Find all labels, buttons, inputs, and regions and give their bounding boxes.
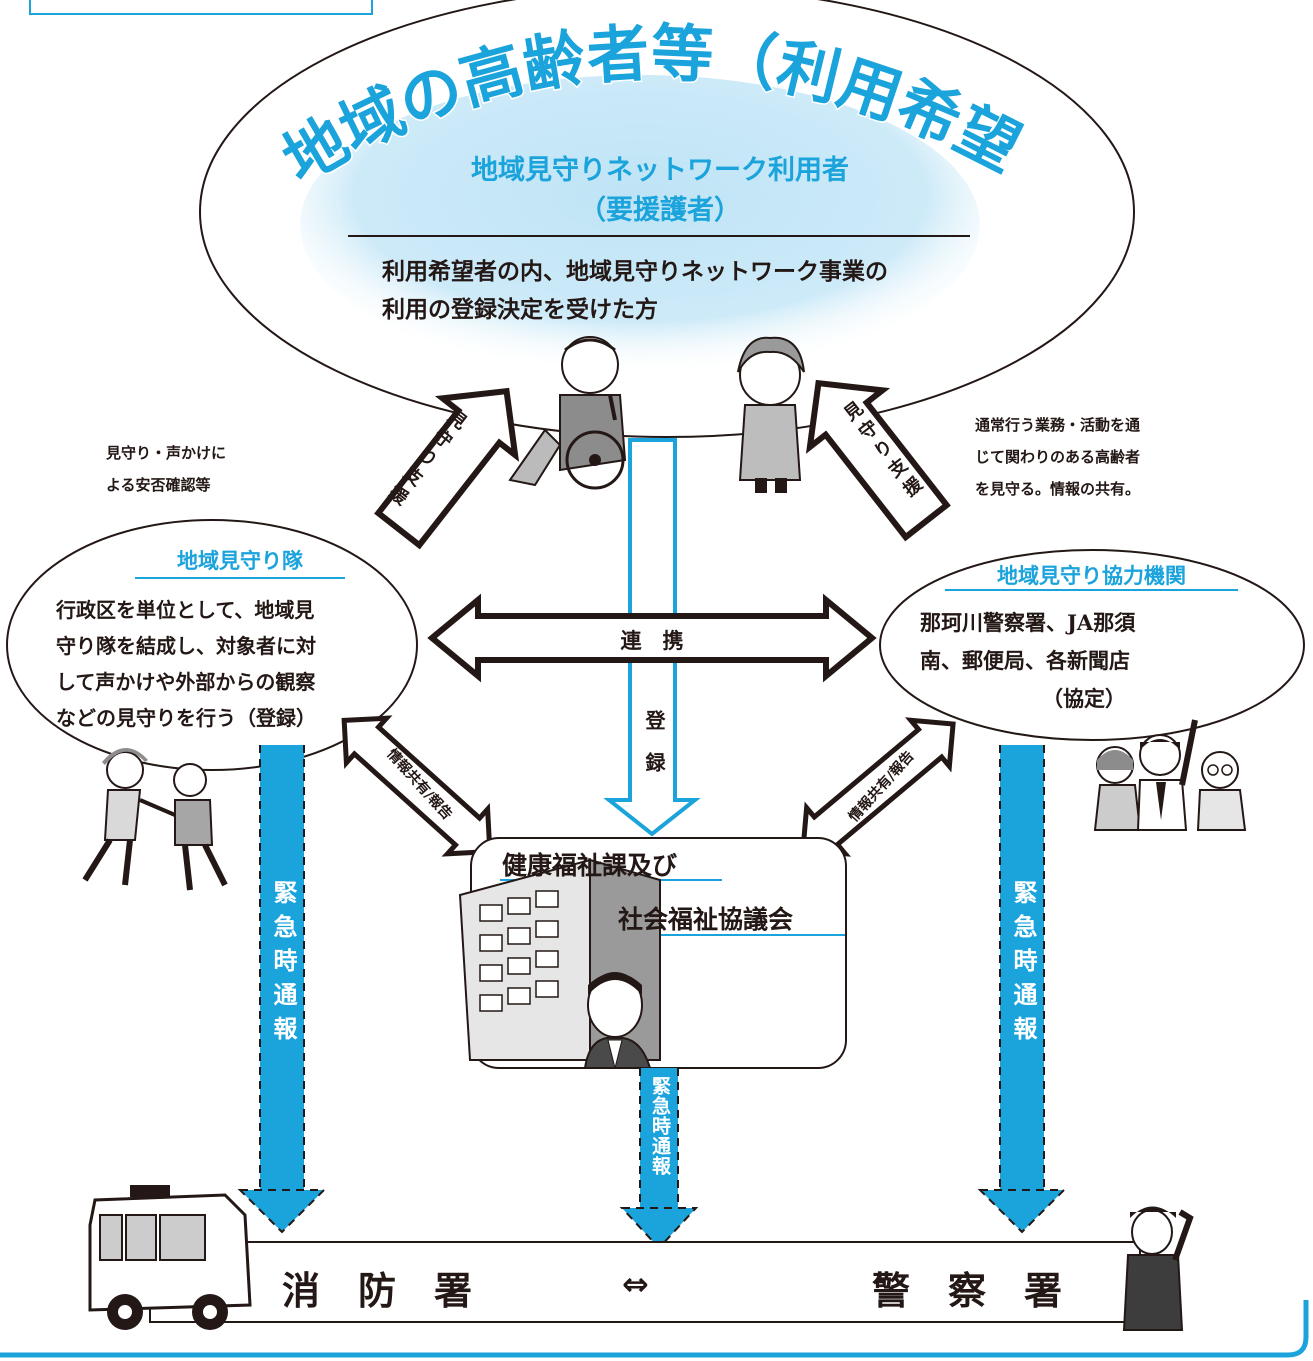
- police-officer-illustration: [1122, 1206, 1194, 1331]
- left-title: 地域見守り隊: [177, 549, 303, 573]
- welfare-line2: 社会福祉協議会: [618, 905, 794, 934]
- support-arrow-right: [805, 379, 951, 542]
- elders-subtitle-line1: 地域見守りネットワーク利用者: [471, 155, 849, 186]
- left-body-line3: して声かけや外部からの観察: [56, 670, 316, 694]
- elders-desc-line2: 利用の登録決定を受けた方: [382, 296, 658, 323]
- emergency-right-label: 緊急時通報: [1009, 880, 1037, 1050]
- left-body: 行政区を単位として、地域見 守り隊を結成し、対象者に対 して声かけや外部からの観…: [56, 592, 316, 736]
- ambulance-illustration: [88, 1185, 252, 1330]
- volunteers-illustration: [82, 747, 228, 891]
- emergency-arrow-right: [977, 745, 1067, 1234]
- right-note-line1: 通常行う業務・活動を通: [975, 416, 1141, 434]
- top-frame: [29, 0, 373, 15]
- emergency-arrow-left: [237, 745, 327, 1234]
- support-arrow-left: [374, 387, 520, 550]
- elders-subtitle-line2: （要援護者）: [579, 195, 741, 226]
- left-body-line4: などの見守りを行う（登録）: [56, 706, 316, 730]
- left-ellipse: [6, 519, 418, 771]
- bottom-frame: [0, 1300, 1309, 1358]
- elders-highlight: [300, 75, 980, 375]
- left-body-line2: 守り隊を結成し、対象者に対: [56, 634, 316, 658]
- emergency-center-label: 緊急時通報: [649, 1076, 671, 1176]
- elderly-wheelchair-illustration: [508, 336, 627, 490]
- building-illustration: [458, 858, 661, 1069]
- right-body: 那珂川警察署、JA那須 南、郵便局、各新聞店 （協定）: [920, 604, 1135, 718]
- police-station-label: 警 察 署: [872, 1268, 1063, 1313]
- right-note-line3: を見守る。情報の共有。: [975, 480, 1141, 498]
- register-label: 登録: [642, 710, 666, 794]
- right-ellipse: [879, 549, 1305, 741]
- fire-station-label: 消 防 署: [282, 1268, 473, 1313]
- fire-police-link: ⇔: [622, 1265, 649, 1303]
- emergency-arrow-center: [619, 1068, 699, 1250]
- emergency-left-label: 緊急時通報: [269, 880, 297, 1050]
- partners-illustration: [1093, 719, 1247, 831]
- elders-desc-line1: 利用希望者の内、地域見守りネットワーク事業の: [382, 258, 888, 285]
- cooperation-arrow: [427, 593, 877, 683]
- left-note-line1: 見守り・声かけに: [106, 444, 227, 462]
- welfare-line1: 健康福祉課及び: [502, 851, 678, 880]
- right-note-line2: じて関わりのある高齢者: [975, 448, 1141, 466]
- left-note-line2: よる安否確認等: [106, 476, 211, 494]
- right-body-line1: 那珂川警察署、JA那須: [920, 610, 1136, 635]
- elderly-woman-illustration: [737, 336, 805, 493]
- right-body-line2: 南、郵便局、各新聞店: [920, 648, 1130, 673]
- right-body-line3: （協定）: [1042, 686, 1126, 711]
- right-title: 地域見守り協力機関: [997, 564, 1186, 588]
- cooperation-label: 連 携: [620, 628, 684, 653]
- left-body-line1: 行政区を単位として、地域見: [56, 598, 315, 622]
